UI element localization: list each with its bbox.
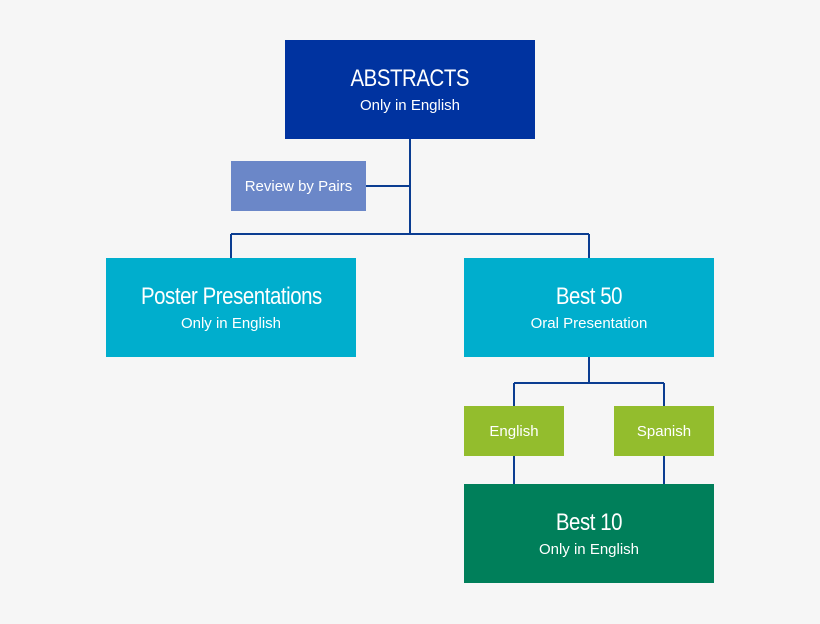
english-label: English [489, 422, 539, 440]
poster-subtitle: Only in English [180, 314, 282, 332]
poster-presentations-node: Poster Presentations Only in English [106, 258, 356, 357]
abstracts-title: ABSTRACTS [350, 64, 470, 92]
spanish-node: Spanish [614, 406, 714, 456]
best-10-node: Best 10 Only in English [464, 484, 714, 583]
abstracts-node: ABSTRACTS Only in English [285, 40, 535, 139]
best10-title: Best 10 [555, 508, 623, 536]
review-by-pairs-node: Review by Pairs [231, 161, 366, 211]
english-node: English [464, 406, 564, 456]
best50-subtitle: Oral Presentation [530, 314, 648, 332]
best10-subtitle: Only in English [538, 540, 640, 558]
best-50-node: Best 50 Oral Presentation [464, 258, 714, 357]
spanish-label: Spanish [636, 422, 692, 440]
abstracts-subtitle: Only in English [359, 96, 461, 114]
review-label: Review by Pairs [244, 177, 353, 195]
best50-title: Best 50 [555, 282, 623, 310]
poster-title: Poster Presentations [140, 282, 322, 310]
